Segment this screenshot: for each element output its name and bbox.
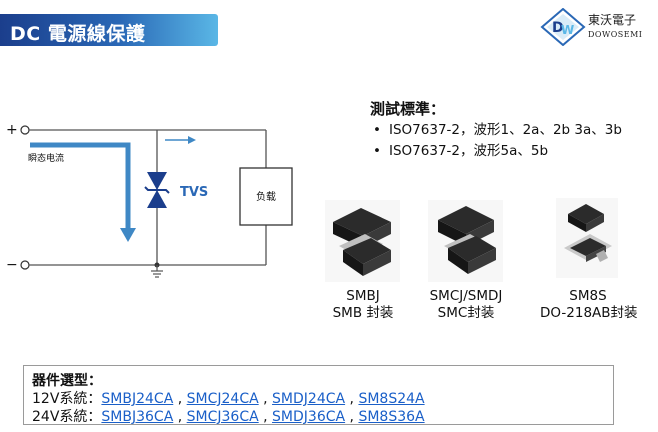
part-link[interactable]: SMDJ24CA: [272, 391, 346, 407]
page-title: DC 電源線保護: [10, 23, 146, 45]
plus-terminal-label: +: [6, 122, 18, 138]
dowosemi-logo-icon: D W: [540, 7, 586, 47]
part-link[interactable]: SM8S36A: [358, 409, 425, 425]
minus-terminal: [20, 260, 30, 270]
circuit-diagram: + − 瞬态电流 TVS 负载: [6, 122, 293, 278]
load-box: [239, 167, 293, 226]
selection-row-12v: 12V系統：SMBJ24CA , SMCJ24CA , SMDJ24CA , S…: [32, 391, 425, 407]
part-link[interactable]: SMDJ36CA: [272, 409, 346, 425]
title-bar: DC 電源線保護: [0, 14, 218, 46]
load-current-arrow-icon: [188, 136, 196, 144]
device-selection-box: 器件選型： 12V系統：SMBJ24CA , SMCJ24CA , SMDJ24…: [23, 365, 614, 425]
tvs-diode-icon: [144, 172, 170, 208]
svg-text:D: D: [552, 20, 564, 36]
smc-package-image: [428, 200, 503, 287]
tvs-label: TVS: [180, 185, 208, 200]
company-logo: D W 東沃電子 DOWOSEMI: [540, 7, 652, 47]
load-label: 负载: [256, 190, 276, 203]
smb-package-image: [325, 200, 400, 287]
svg-text:W: W: [561, 23, 574, 37]
test-standard-list: •ISO7637-2，波形1、2a、2b 3a、3b •ISO7637-2，波形…: [373, 120, 622, 162]
logo-cn-text: 東沃電子: [588, 13, 637, 27]
selection-row-24v: 24V系統：SMBJ36CA , SMCJ36CA , SMDJ36CA , S…: [32, 409, 425, 425]
test-standard-title: 測試標準：: [370, 100, 446, 118]
part-link[interactable]: SMBJ36CA: [101, 409, 174, 425]
part-link[interactable]: SMBJ24CA: [101, 391, 174, 407]
minus-terminal-label: −: [6, 257, 18, 273]
part-link[interactable]: SMCJ36CA: [186, 409, 259, 425]
part-link[interactable]: SMCJ24CA: [186, 391, 259, 407]
surge-arrow-down-icon: [120, 228, 136, 242]
test-standard-item: •ISO7637-2，波形1、2a、2b 3a、3b: [373, 122, 622, 138]
surge-label: 瞬态电流: [28, 152, 64, 164]
selection-title: 器件選型：: [32, 373, 102, 389]
test-standard-item: •ISO7637-2，波形5a、5b: [373, 143, 549, 159]
plus-terminal: [20, 125, 30, 135]
surge-current-path: [30, 142, 131, 228]
logo-en-text: DOWOSEMI: [588, 30, 643, 39]
ground-icon: [151, 265, 163, 278]
do218ab-package-image: [556, 198, 618, 283]
part-link[interactable]: SM8S24A: [358, 391, 425, 407]
